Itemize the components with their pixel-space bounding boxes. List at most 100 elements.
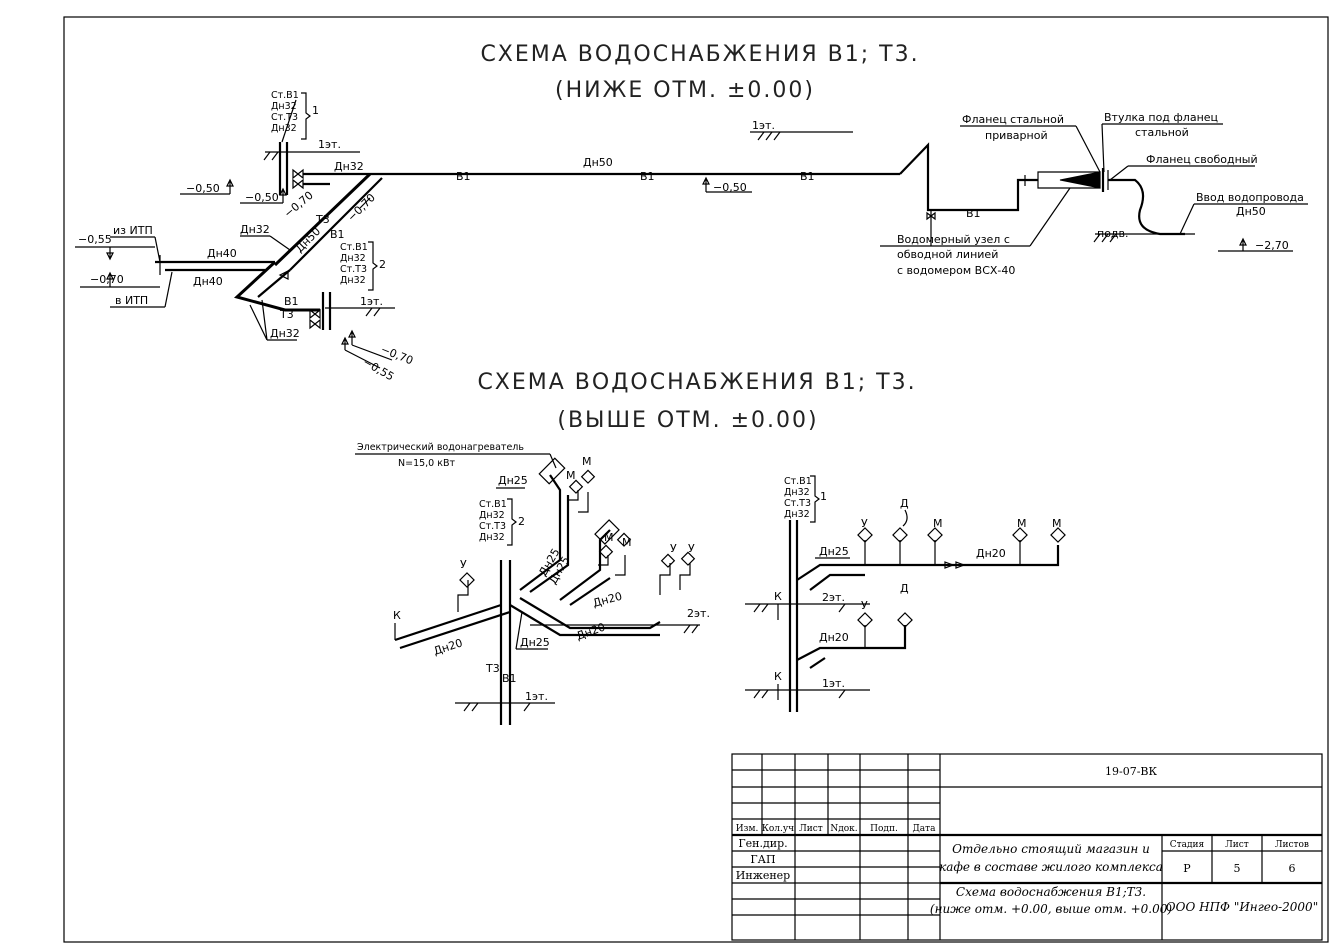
svg-text:1: 1 — [820, 490, 827, 503]
svg-text:1эт.: 1эт. — [360, 295, 383, 308]
drawing-name-line1: Схема водоснабжения В1;Т3. — [956, 885, 1146, 899]
riser-1-label: Ст.В1 Дн32 Ст.Т3 Дн32 1 — [271, 90, 319, 143]
washbasin-icon — [1012, 527, 1028, 543]
svg-text:К: К — [774, 590, 782, 603]
svg-text:М: М — [582, 455, 592, 468]
riser-2-label: Ст.В1 Дн32 Ст.Т3 Дн32 2 — [340, 241, 386, 291]
svg-text:К: К — [774, 670, 782, 683]
upper-scheme-left: Электрический водонагреватель N=15,0 кВт… — [355, 442, 710, 725]
water-heater-icon — [594, 519, 620, 545]
svg-text:Дн40: Дн40 — [207, 247, 237, 260]
svg-text:В1: В1 — [502, 672, 517, 685]
svg-text:В1: В1 — [330, 228, 345, 241]
svg-text:−2,70: −2,70 — [1255, 239, 1289, 252]
svg-text:Ст.Т3: Ст.Т3 — [271, 112, 298, 123]
washbasin-icon — [660, 553, 676, 568]
svg-text:обводной линией: обводной линией — [897, 248, 998, 261]
sheets-value: 6 — [1289, 862, 1296, 875]
valve-icon — [926, 211, 936, 221]
svg-text:Дн20: Дн20 — [819, 631, 849, 644]
svg-text:М: М — [566, 469, 576, 482]
svg-text:Дн40: Дн40 — [193, 275, 223, 288]
svg-text:2: 2 — [379, 258, 386, 271]
svg-text:У: У — [670, 542, 677, 555]
svg-text:1эт.: 1эт. — [525, 690, 548, 703]
water-heater-icon — [538, 457, 566, 485]
svg-text:В1: В1 — [640, 170, 655, 183]
svg-text:М: М — [933, 517, 943, 530]
svg-text:Дн32: Дн32 — [334, 160, 364, 173]
svg-text:У: У — [688, 542, 695, 555]
role-label: ГАП — [750, 853, 775, 866]
drawing-frame — [63, 16, 1329, 943]
water-input-pipe — [899, 142, 1038, 212]
drawing-code: 19-07-ВК — [1105, 765, 1158, 778]
col-header: Nдок. — [830, 824, 857, 834]
svg-text:Дн32: Дн32 — [479, 510, 505, 521]
washbasin-icon — [680, 551, 696, 566]
washbasin-icon — [580, 469, 596, 484]
svg-text:Дн25: Дн25 — [520, 636, 550, 649]
svg-text:В1: В1 — [284, 295, 299, 308]
col-header: Лист — [799, 824, 823, 834]
washbasin-icon — [616, 532, 632, 547]
svg-text:Электрический водонагреватель: Электрический водонагреватель — [357, 442, 524, 453]
svg-text:Дн32: Дн32 — [340, 275, 366, 286]
svg-text:Фланец свободный: Фланец свободный — [1146, 153, 1258, 166]
svg-text:−0,50: −0,50 — [713, 181, 747, 194]
svg-text:Ст.В1: Ст.В1 — [271, 90, 299, 101]
col-header: Изм. — [736, 824, 759, 834]
svg-text:2эт.: 2эт. — [687, 607, 710, 620]
svg-text:Дн32: Дн32 — [271, 123, 297, 134]
svg-text:Фланец стальной: Фланец стальной — [962, 113, 1064, 126]
check-valve-icon — [955, 561, 966, 569]
svg-text:Дн50: Дн50 — [1236, 205, 1266, 218]
washbasin-icon — [927, 527, 943, 543]
svg-text:N=15,0 кВт: N=15,0 кВт — [398, 458, 455, 469]
svg-text:К: К — [393, 609, 401, 622]
washbasin-icon — [598, 544, 614, 559]
role-label: Инженер — [736, 869, 790, 882]
col-header: Дата — [912, 824, 936, 834]
svg-text:−0,70: −0,70 — [379, 343, 415, 368]
svg-text:Дн32: Дн32 — [479, 532, 505, 543]
lower-scheme-subtitle: (НИЖЕ ОТМ. ±0.00) — [555, 78, 815, 103]
svg-text:Ст.Т3: Ст.Т3 — [479, 521, 506, 532]
svg-text:1: 1 — [312, 104, 319, 117]
svg-text:Ст.В1: Ст.В1 — [340, 242, 368, 253]
washbasin-icon — [892, 527, 908, 543]
svg-text:1эт.: 1эт. — [318, 138, 341, 151]
svg-text:Т3: Т3 — [315, 213, 330, 226]
sheet-value: 5 — [1234, 862, 1241, 875]
col-header: Подп. — [870, 824, 898, 834]
washbasin-icon — [857, 612, 873, 628]
check-valve-icon — [278, 270, 289, 280]
svg-text:В1: В1 — [800, 170, 815, 183]
washbasin-icon — [897, 612, 913, 628]
svg-text:Дн50: Дн50 — [583, 156, 613, 169]
svg-text:Д: Д — [900, 497, 909, 510]
stage-header: Стадия — [1170, 840, 1205, 850]
svg-text:из ИТП: из ИТП — [113, 224, 153, 237]
svg-text:в ИТП: в ИТП — [115, 294, 148, 307]
svg-text:В1: В1 — [456, 170, 471, 183]
valve-icon — [292, 168, 304, 180]
svg-text:В1: В1 — [966, 207, 981, 220]
upper-scheme-subtitle: (ВЫШЕ ОТМ. ±0.00) — [557, 408, 818, 433]
svg-text:Дн32: Дн32 — [240, 223, 270, 236]
valve-icon — [292, 178, 304, 190]
washbasin-icon — [1050, 527, 1066, 543]
svg-text:подв.: подв. — [1097, 227, 1129, 240]
svg-text:М: М — [622, 536, 632, 549]
svg-text:1эт.: 1эт. — [822, 677, 845, 690]
svg-text:−0,50: −0,50 — [186, 182, 220, 195]
svg-text:Т3: Т3 — [485, 662, 500, 675]
svg-text:стальной: стальной — [1135, 126, 1189, 139]
washbasin-icon — [568, 479, 584, 494]
svg-text:Т3: Т3 — [279, 308, 294, 321]
svg-text:Ст.В1: Ст.В1 — [479, 499, 507, 510]
sheets-header: Листов — [1275, 840, 1309, 850]
svg-text:приварной: приварной — [985, 129, 1048, 142]
